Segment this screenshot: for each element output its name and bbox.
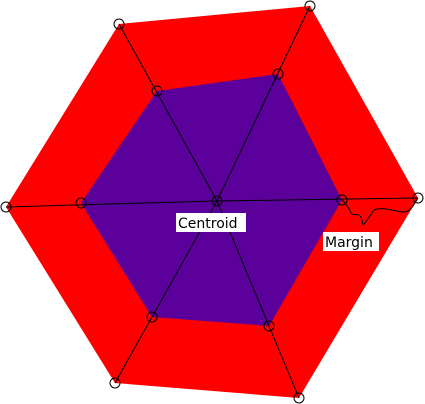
inner-vertex-marker — [336, 194, 348, 206]
inner-hexagon — [81, 74, 342, 326]
outer-vertex-marker — [412, 192, 424, 204]
centroid-label-background — [176, 213, 246, 232]
margin-label-background — [323, 232, 379, 251]
inner-vertex-marker — [272, 68, 284, 80]
inner-vertex-marker — [75, 197, 87, 209]
centroid-label: Centroid — [178, 216, 238, 232]
outer-vertex-marker — [109, 377, 121, 389]
outer-vertex-marker — [0, 201, 12, 213]
outer-vertex-marker — [304, 0, 316, 12]
margin-brace — [341, 197, 419, 226]
spoke-line-top-right — [216, 5, 311, 202]
inner-vertex-marker — [263, 320, 275, 332]
spoke-line-left — [5, 200, 218, 208]
inner-vertex-marker — [146, 311, 158, 323]
outer-vertex-marker — [113, 18, 125, 30]
outer-vertex-marker — [293, 392, 305, 404]
spoke-line-right — [216, 197, 419, 202]
inner-vertex-marker — [151, 85, 163, 97]
spoke-line-bottom-right — [216, 200, 300, 399]
spoke-line-top-left — [118, 23, 218, 202]
margin-label: Margin — [325, 235, 373, 251]
centroid-marker — [211, 195, 223, 207]
